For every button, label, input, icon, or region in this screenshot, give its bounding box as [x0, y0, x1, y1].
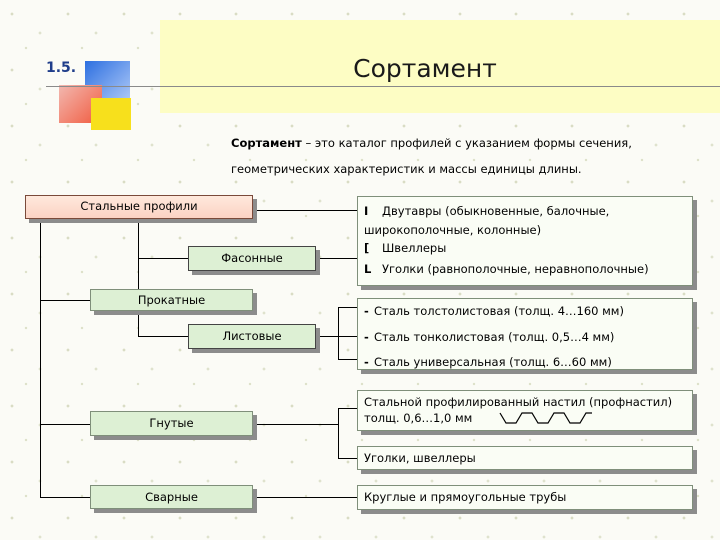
item-text: Двутавры (обыкновенные, балочные, широко… [364, 204, 610, 237]
decking-title: Стальной профилированный настил (профнас… [364, 395, 673, 409]
node-sheet: Листовые [188, 324, 316, 349]
sheet-type-item: -Сталь толстолистовая (толщ. 4…160 мм) [364, 303, 686, 329]
item-text: Сталь тонколистовая (толщ. 0,5…4 мм) [374, 330, 615, 344]
node-steel-profiles: Стальные профили [25, 195, 253, 219]
node-welded: Сварные [90, 485, 253, 509]
sheet-type-item: -Сталь тонколистовая (толщ. 0,5…4 мм) [364, 329, 686, 354]
bent-angles-box: Уголки, швеллеры [357, 446, 693, 470]
connector-line [338, 408, 339, 459]
item-mark: - [364, 330, 369, 344]
connector-line [138, 336, 188, 337]
connector-line [338, 307, 357, 308]
item-mark: L [364, 262, 372, 276]
connector-line [254, 424, 338, 425]
connector-line [40, 220, 41, 498]
decking-detail: толщ. 0,6…1,0 мм [364, 411, 473, 425]
definition-body: – это каталог профилей с указанием формы… [231, 136, 632, 176]
node-label: Листовые [222, 329, 282, 343]
item-text: Уголки (равнополочные, неравнополочные) [382, 262, 649, 276]
connector-line [254, 497, 357, 498]
connector-line [318, 258, 357, 259]
item-text: Сталь универсальная (толщ. 6…60 мм) [374, 355, 612, 369]
sheet-types-box: -Сталь толстолистовая (толщ. 4…160 мм) -… [357, 298, 693, 370]
definition-term: Сортамент [231, 136, 302, 150]
item-text: Круглые и прямоугольные трубы [364, 490, 567, 504]
connector-line [338, 359, 357, 360]
title-band [160, 20, 720, 113]
node-label: Прокатные [137, 293, 206, 307]
item-mark: [ [364, 241, 370, 255]
sheet-type-item: -Сталь универсальная (толщ. 6…60 мм) [364, 354, 686, 370]
connector-line [338, 408, 357, 409]
connector-line [138, 217, 139, 337]
decking-detail-row: толщ. 0,6…1,0 мм [364, 410, 686, 426]
decor-yellow-square [91, 98, 131, 130]
item-text: Уголки, швеллеры [364, 451, 476, 465]
node-bent: Гнутые [90, 411, 253, 436]
item-mark: - [364, 304, 369, 318]
definition-text: Сортамент – это каталог профилей с указа… [231, 130, 701, 182]
node-label: Стальные профили [80, 199, 198, 213]
slide-number: 1.5. [46, 60, 77, 76]
connector-line [338, 307, 339, 360]
slide-title: Сортамент [353, 54, 497, 83]
welded-tubes-box: Круглые и прямоугольные трубы [357, 485, 693, 510]
connector-line [318, 336, 357, 337]
connector-line [40, 497, 90, 498]
item-mark: - [364, 355, 369, 369]
connector-line [40, 300, 90, 301]
shaped-type-item: L Уголки (равнополочные, неравнополочные) [364, 260, 686, 279]
connector-line [257, 210, 357, 211]
node-label: Сварные [145, 490, 198, 504]
connector-line [40, 424, 90, 425]
connector-line [338, 458, 357, 459]
item-mark: I [364, 204, 369, 218]
node-shaped: Фасонные [188, 246, 316, 271]
node-label: Гнутые [149, 416, 194, 430]
node-label: Фасонные [221, 251, 283, 265]
shaped-type-item: [ Швеллеры [364, 239, 686, 260]
item-text: Сталь толстолистовая (толщ. 4…160 мм) [374, 304, 624, 318]
corrugated-profile-icon [499, 412, 592, 424]
node-rolled: Прокатные [90, 289, 253, 311]
connector-line [138, 258, 188, 259]
profiled-decking-box: Стальной профилированный настил (профнас… [357, 390, 693, 431]
item-text: Швеллеры [382, 241, 447, 255]
title-rule [46, 86, 720, 87]
